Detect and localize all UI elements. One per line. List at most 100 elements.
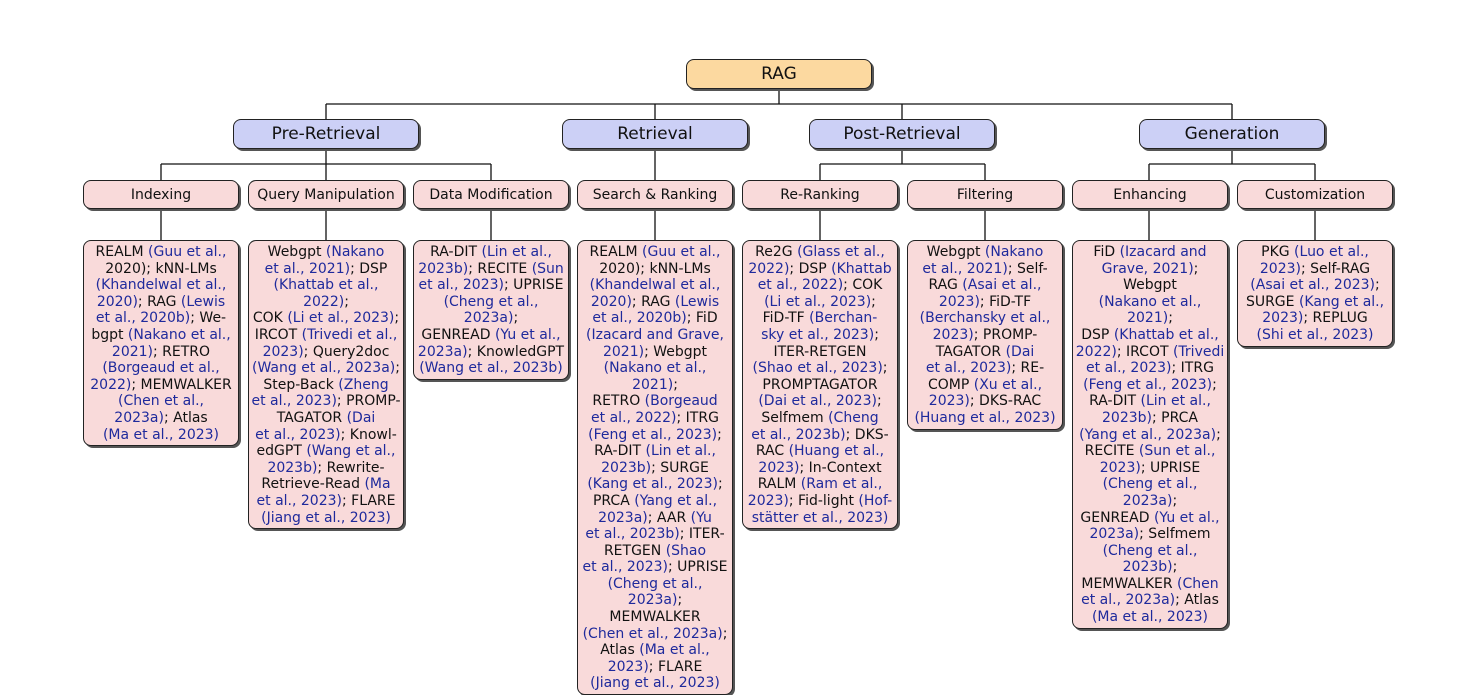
method-text: RETRO: [592, 393, 645, 410]
citation-text: (Izacard and: [1119, 244, 1207, 260]
method-text: 2020); kNN-LMs: [599, 260, 711, 277]
citation-text: (Trivedi: [1172, 343, 1225, 360]
method-line: (Cheng et al., 2023a);: [1075, 476, 1225, 509]
category-label: Customization: [1264, 186, 1366, 203]
citation-text: et al., 2023): [256, 492, 342, 509]
method-text: ;: [1216, 426, 1221, 443]
citation-text: et al., 2020b): [95, 310, 191, 327]
method-line: 2023); DKS-RAC: [910, 393, 1060, 410]
citation-text: 2021): [602, 343, 645, 360]
leaf-search-ranking-methods: REALM (Guu et al.,2020); kNN-LMs(Khandel…: [577, 240, 733, 695]
citation-text: 2023): [938, 293, 980, 310]
method-line: 2023); Query2doc: [251, 344, 401, 361]
citation-text: (Luo et al.,: [1294, 244, 1369, 260]
citation-text: (Shao: [665, 542, 707, 559]
method-line: (Jiang et al., 2023): [580, 675, 730, 692]
method-line: bgpt (Nakano et al.,: [86, 327, 236, 344]
citation-text: (Asai et al.,: [962, 277, 1042, 294]
method-text: ;: [717, 426, 722, 443]
category-search-ranking: Search & Ranking: [577, 180, 733, 209]
citation-text: 2023b): [1102, 409, 1152, 426]
citation-text: (Kang et al.,: [1298, 293, 1385, 310]
method-text: ; UPRISE: [504, 277, 564, 294]
method-text: ; FLARE: [648, 658, 703, 675]
method-line: 2023b); SURGE: [580, 460, 730, 477]
method-text: ;: [871, 293, 876, 310]
method-line: Selfmem (Cheng: [745, 410, 895, 427]
citation-text: (Dai et al., 2023): [758, 393, 877, 410]
method-text: 2020); kNN-LMs: [105, 260, 217, 277]
citation-text: (Shi et al., 2023): [1256, 326, 1374, 343]
stage-post-retrieval: Post-Retrieval: [809, 119, 995, 149]
citation-text: et al., 2020b): [592, 310, 687, 327]
method-line: FiD (Izacard and: [1075, 244, 1225, 261]
citation-text: (Khandelwal et al.,: [95, 277, 227, 294]
method-text: ; AAR: [647, 509, 691, 526]
method-line: et al., 2023); UPRISE: [580, 559, 730, 576]
citation-text: (Wang et al.,: [306, 443, 396, 460]
citation-text: 2023a): [1089, 526, 1140, 543]
method-line: 2023); Fid-light (Hof-: [745, 493, 895, 510]
method-text: ;: [394, 310, 400, 327]
method-text: ; Webgpt: [1123, 260, 1199, 294]
method-line: edGPT (Wang et al.,: [251, 443, 401, 460]
category-label: Query Manipulation: [257, 186, 395, 203]
method-text: ;: [513, 310, 519, 327]
method-text: ; Query2doc: [303, 343, 390, 360]
method-line: et al., 2023); UPRISE: [416, 277, 566, 294]
method-text: ; Selfmem: [1139, 526, 1211, 543]
method-line: TAGATOR (Dai: [251, 410, 401, 427]
method-text: ; Atlas: [1175, 592, 1219, 609]
method-line: RECITE (Sun et al.,: [1075, 443, 1225, 460]
method-line: Atlas (Ma et al.,: [580, 642, 730, 659]
method-text: ; DKS-: [845, 426, 889, 443]
citation-text: (Guu et al.,: [148, 244, 227, 260]
citation-text: (Kang et al., 2023): [587, 476, 718, 493]
method-line: DSP (Khattab et al.,: [1075, 327, 1225, 344]
method-text: ITER-RETGEN: [773, 343, 867, 360]
citation-text: et al., 2023): [925, 360, 1012, 377]
method-text: ; PRCA: [1151, 409, 1198, 426]
method-text: ;: [1168, 310, 1173, 327]
method-text: PKG: [1261, 244, 1295, 260]
method-line: (Khandelwal et al.,: [580, 277, 730, 294]
method-line: 2023b); Rewrite-: [251, 460, 401, 477]
citation-text: (Yang et al.,: [634, 492, 718, 509]
citation-text: (Lin et al.,: [1140, 393, 1211, 410]
method-line: 2023); UPRISE: [1075, 460, 1225, 477]
method-text: RAC: [755, 443, 789, 460]
citation-text: (Wang et al., 2023b): [419, 360, 563, 377]
method-text: Step-Back: [263, 376, 339, 393]
method-text: bgpt: [91, 326, 128, 343]
category-indexing: Indexing: [83, 180, 239, 209]
citation-text: (Lin et al.,: [481, 244, 552, 260]
method-text: ; RAG: [631, 293, 675, 310]
method-text: RA-DIT: [1089, 393, 1141, 410]
method-line: (Dai et al., 2023);: [745, 393, 895, 410]
method-text: ; Self-: [1007, 260, 1048, 277]
method-text: MEMWALKER: [1081, 575, 1178, 592]
citation-text: (Yang et al., 2023a): [1079, 426, 1217, 443]
citation-text: 2023): [928, 393, 970, 410]
citation-text: et al., 2023b): [585, 526, 680, 543]
method-line: 2020); RAG (Lewis: [86, 294, 236, 311]
method-line: stätter et al., 2023): [745, 510, 895, 527]
method-line: 2023a); AAR (Yu: [580, 510, 730, 527]
citation-text: 2023): [1099, 459, 1141, 476]
citation-text: (Feng et al., 2023): [1083, 376, 1213, 393]
method-line: PKG (Luo et al.,: [1240, 244, 1390, 261]
citation-text: stätter et al., 2023): [751, 509, 889, 526]
method-text: ; COK: [843, 277, 883, 294]
citation-text: (Cheng et al., 2023a): [607, 575, 703, 609]
method-line: 2023a); KnowledGPT: [416, 344, 566, 361]
citation-text: 2023b): [418, 260, 469, 277]
method-line: (Cheng et al., 2023a);: [580, 576, 730, 609]
citation-text: (Khattab et al., 2022): [273, 277, 379, 310]
method-text: ; UPRISE: [668, 559, 728, 576]
citation-text: 2023a): [598, 509, 648, 526]
method-line: et al., 2023b); ITER-: [580, 526, 730, 543]
method-line: 2023); REPLUG: [1240, 310, 1390, 327]
citation-text: 2022): [748, 260, 790, 277]
method-text: ;: [1375, 277, 1380, 294]
